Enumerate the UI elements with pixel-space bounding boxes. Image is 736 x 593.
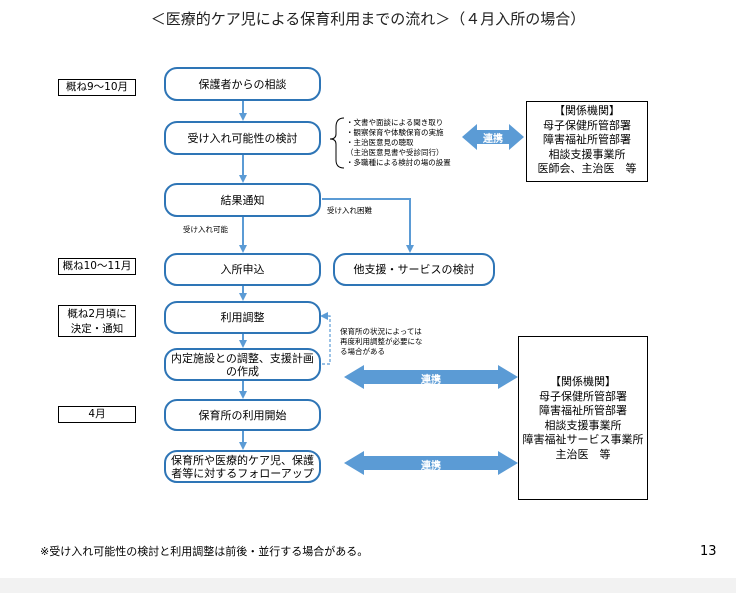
readjust-line: る場合がある — [340, 347, 385, 356]
review-items: ・文書や面談による聞き取り ・観察保育や体験保育の実施 ・主治医意見の聴取 （主… — [346, 118, 451, 168]
page-number: 13 — [700, 544, 717, 559]
review-item: ・文書や面談による聞き取り — [346, 118, 444, 127]
readjust-line: 再度利用調整が必要にな — [340, 337, 423, 346]
link-label-bottom: 連携 — [421, 461, 441, 472]
label-readjust-note: 保育所の状況によっては 再度利用調整が必要にな る場合がある — [340, 327, 423, 357]
org-item: 相談支援事業所 — [548, 147, 626, 161]
review-item: ・多職種による検討の場の設置 — [346, 158, 451, 167]
step-follow-line2: 者等に対するフォローアップ — [171, 466, 314, 480]
link-label-mid: 連携 — [421, 375, 441, 386]
step-plan-line2: の作成 — [226, 364, 259, 378]
related-orgs-top: 【関係機関】 母子保健所管部署 障害福祉所管部署 相談支援事業所 医師会、主治医… — [526, 101, 648, 182]
link-arrow-bottom — [344, 451, 518, 475]
org-item: 主治医 等 — [555, 447, 611, 461]
org-heading: 【関係機関】 — [550, 375, 616, 388]
org-item: 相談支援事業所 — [544, 418, 622, 432]
readjust-dashed-loop — [320, 312, 331, 365]
link-arrow-mid — [344, 365, 518, 389]
footnote: ※受け入れ可能性の検討と利用調整は前後・並行する場合がある。 — [40, 545, 369, 558]
review-item: ・観察保育や体験保育の実施 — [346, 128, 444, 137]
org-item: 母子保健所管部署 — [543, 118, 631, 132]
org-item: 障害福祉サービス事業所 — [522, 433, 644, 446]
review-item: ・主治医意見の聴取 — [346, 138, 414, 147]
org-heading: 【関係機関】 — [554, 104, 620, 117]
period-feb-line2: 決定・通知 — [70, 323, 124, 335]
period-apr: 4月 — [58, 406, 136, 423]
period-oct-nov: 概ね10～11月 — [58, 258, 136, 275]
step-other-support: 他支援・サービスの検討 — [333, 253, 495, 286]
step-follow-up: 保育所や医療的ケア児、保護 者等に対するフォローアップ — [164, 450, 321, 483]
step-start: 保育所の利用開始 — [164, 399, 321, 431]
review-item: （主治医意見書や受診同行） — [346, 148, 444, 157]
arrow-result-other — [322, 198, 414, 253]
diagram-title: ＜医療的ケア児による保育利用までの流れ＞（４月入所の場合） — [150, 10, 586, 28]
period-feb-line1: 概ね2月頃に — [67, 308, 127, 320]
readjust-line: 保育所の状況によっては — [340, 327, 422, 336]
review-brace — [329, 117, 345, 169]
related-orgs-bottom: 【関係機関】 母子保健所管部署 障害福祉所管部署 相談支援事業所 障害福祉サービ… — [518, 336, 648, 500]
step-plan: 内定施設との調整、支援計画 の作成 — [164, 348, 321, 381]
footer-bar — [0, 578, 736, 593]
step-apply: 入所申込 — [164, 253, 321, 286]
org-item: 障害福祉所管部署 — [543, 133, 631, 146]
org-item: 障害福祉所管部署 — [539, 404, 627, 417]
link-label-top: 連携 — [483, 134, 503, 145]
label-accept-possible: 受け入れ可能 — [183, 225, 228, 234]
step-review: 受け入れ可能性の検討 — [164, 121, 321, 155]
step-result: 結果通知 — [164, 183, 321, 217]
link-arrow-top — [462, 124, 524, 150]
org-item: 母子保健所管部署 — [539, 389, 627, 403]
step-adjust: 利用調整 — [164, 301, 321, 334]
step-plan-line1: 内定施設との調整、支援計画 — [171, 351, 314, 365]
step-follow-line1: 保育所や医療的ケア児、保護 — [171, 453, 314, 467]
step-consult: 保護者からの相談 — [164, 67, 321, 101]
period-feb: 概ね2月頃に 決定・通知 — [58, 305, 136, 337]
period-sep-oct: 概ね9～10月 — [58, 79, 136, 96]
label-accept-difficult: 受け入れ困難 — [327, 206, 372, 215]
org-item: 医師会、主治医 等 — [537, 162, 637, 175]
